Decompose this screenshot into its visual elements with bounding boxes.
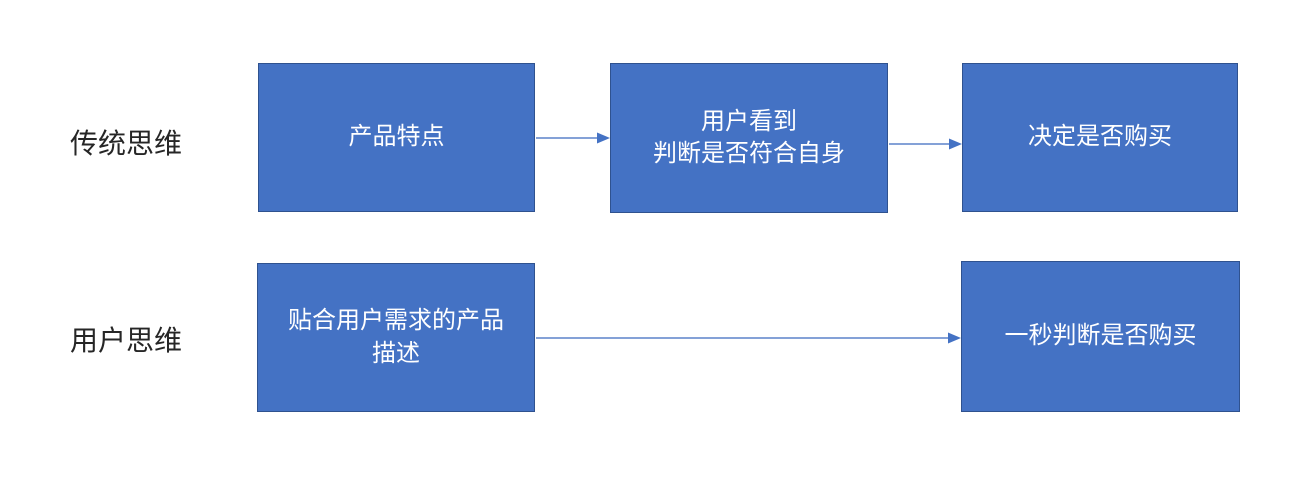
box-user-sees-judges-fit: 用户看到 判断是否符合自身 <box>610 63 888 213</box>
arrow-description-to-decision <box>536 332 961 344</box>
arrow-features-to-user-sees <box>536 132 610 144</box>
box-user-need-fitting-description: 贴合用户需求的产品 描述 <box>257 263 535 412</box>
box-decide-whether-to-buy: 决定是否购买 <box>962 63 1238 212</box>
box-one-second-purchase-decision: 一秒判断是否购买 <box>961 261 1240 412</box>
row-label-traditional-thinking: 传统思维 <box>70 128 183 159</box>
box-product-features: 产品特点 <box>258 63 535 212</box>
arrow-judge-to-decide <box>889 138 962 150</box>
row-label-user-thinking: 用户思维 <box>70 325 183 356</box>
